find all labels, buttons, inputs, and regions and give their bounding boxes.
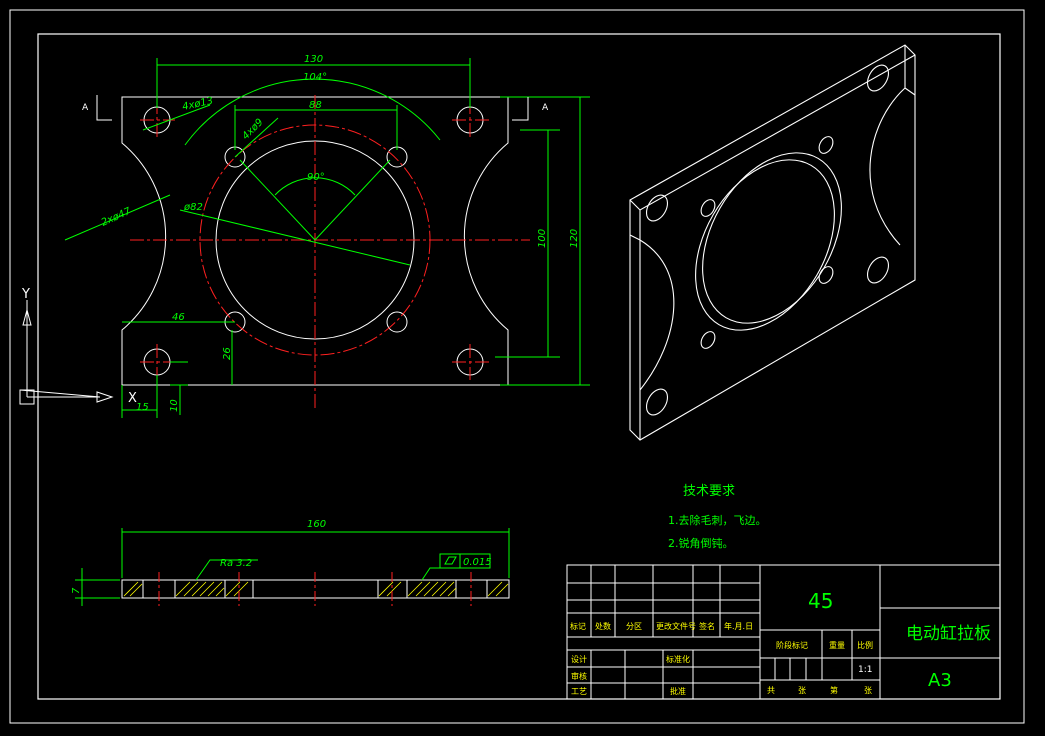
- sheet-size: A3: [928, 670, 952, 691]
- tb-label-sheet: 张: [864, 686, 872, 695]
- roughness-ra: Ra 3.2: [220, 558, 252, 569]
- dim-120: 120: [569, 229, 580, 248]
- tb-label-signature: 签名: [699, 621, 715, 631]
- small-hole: [386, 311, 408, 333]
- section-dimension-lines: [75, 528, 510, 606]
- dim-7: 7: [71, 587, 82, 594]
- dim-90-angle: 90°: [307, 172, 325, 183]
- tb-label-check: 审核: [571, 671, 587, 681]
- dim-26: 26: [222, 347, 233, 360]
- dim-15: 15: [136, 402, 149, 413]
- dim-130: 130: [304, 54, 323, 65]
- dim-82: ø82: [183, 202, 203, 213]
- inner-frame: [37, 33, 1001, 700]
- tb-label-sheets: 张: [798, 686, 806, 695]
- section-hatching: [123, 581, 509, 597]
- flatness-value: 0.015: [463, 557, 492, 568]
- title-block: [566, 564, 1001, 700]
- tb-label-mark: 标记: [570, 621, 586, 631]
- tb-label-count: 处数: [595, 621, 611, 631]
- isometric-view: [629, 44, 916, 441]
- tb-label-process: 工艺: [571, 687, 587, 696]
- part-name: 电动缸拉板: [906, 623, 991, 644]
- section-mark-right: A: [542, 103, 549, 113]
- tb-label-ratio: 比例: [857, 640, 873, 650]
- tech-req-item-2: 2.锐角倒钝。: [668, 536, 734, 550]
- tb-label-weight: 重量: [829, 640, 845, 650]
- dim-88: 88: [309, 100, 322, 111]
- tb-label-total: 共: [767, 686, 775, 695]
- tb-label-no: 第: [830, 685, 838, 695]
- tech-req-title: 技术要求: [683, 484, 735, 499]
- tb-label-approve: 批准: [670, 686, 686, 696]
- tb-label-change-doc: 更改文件号: [656, 621, 696, 631]
- dim-46: 46: [172, 312, 185, 323]
- dim-10: 10: [169, 399, 180, 412]
- tb-label-zone: 分区: [626, 622, 642, 631]
- scale-value: 1:1: [858, 665, 872, 675]
- tb-label-date: 年.月.日: [724, 621, 753, 631]
- dim-160: 160: [307, 519, 326, 530]
- tb-label-standardize: 标准化: [666, 654, 690, 664]
- dim-100: 100: [537, 229, 548, 248]
- ucs-y-label: Y: [21, 287, 30, 302]
- front-dimension-lines: [64, 58, 590, 418]
- ucs-x-label: X: [128, 391, 137, 406]
- tb-label-design: 设计: [571, 654, 587, 664]
- section-mark-left: A: [82, 103, 89, 113]
- outer-frame: [9, 9, 1025, 724]
- ucs-icon: [19, 300, 114, 405]
- section-marks: [96, 95, 529, 121]
- material-value: 45: [808, 589, 833, 613]
- tech-req-item-1: 1.去除毛刺，飞边。: [668, 513, 767, 527]
- dim-104-angle: 104°: [303, 72, 327, 83]
- section-centerlines: [158, 572, 472, 606]
- tb-label-stage-mark: 阶段标记: [776, 640, 808, 650]
